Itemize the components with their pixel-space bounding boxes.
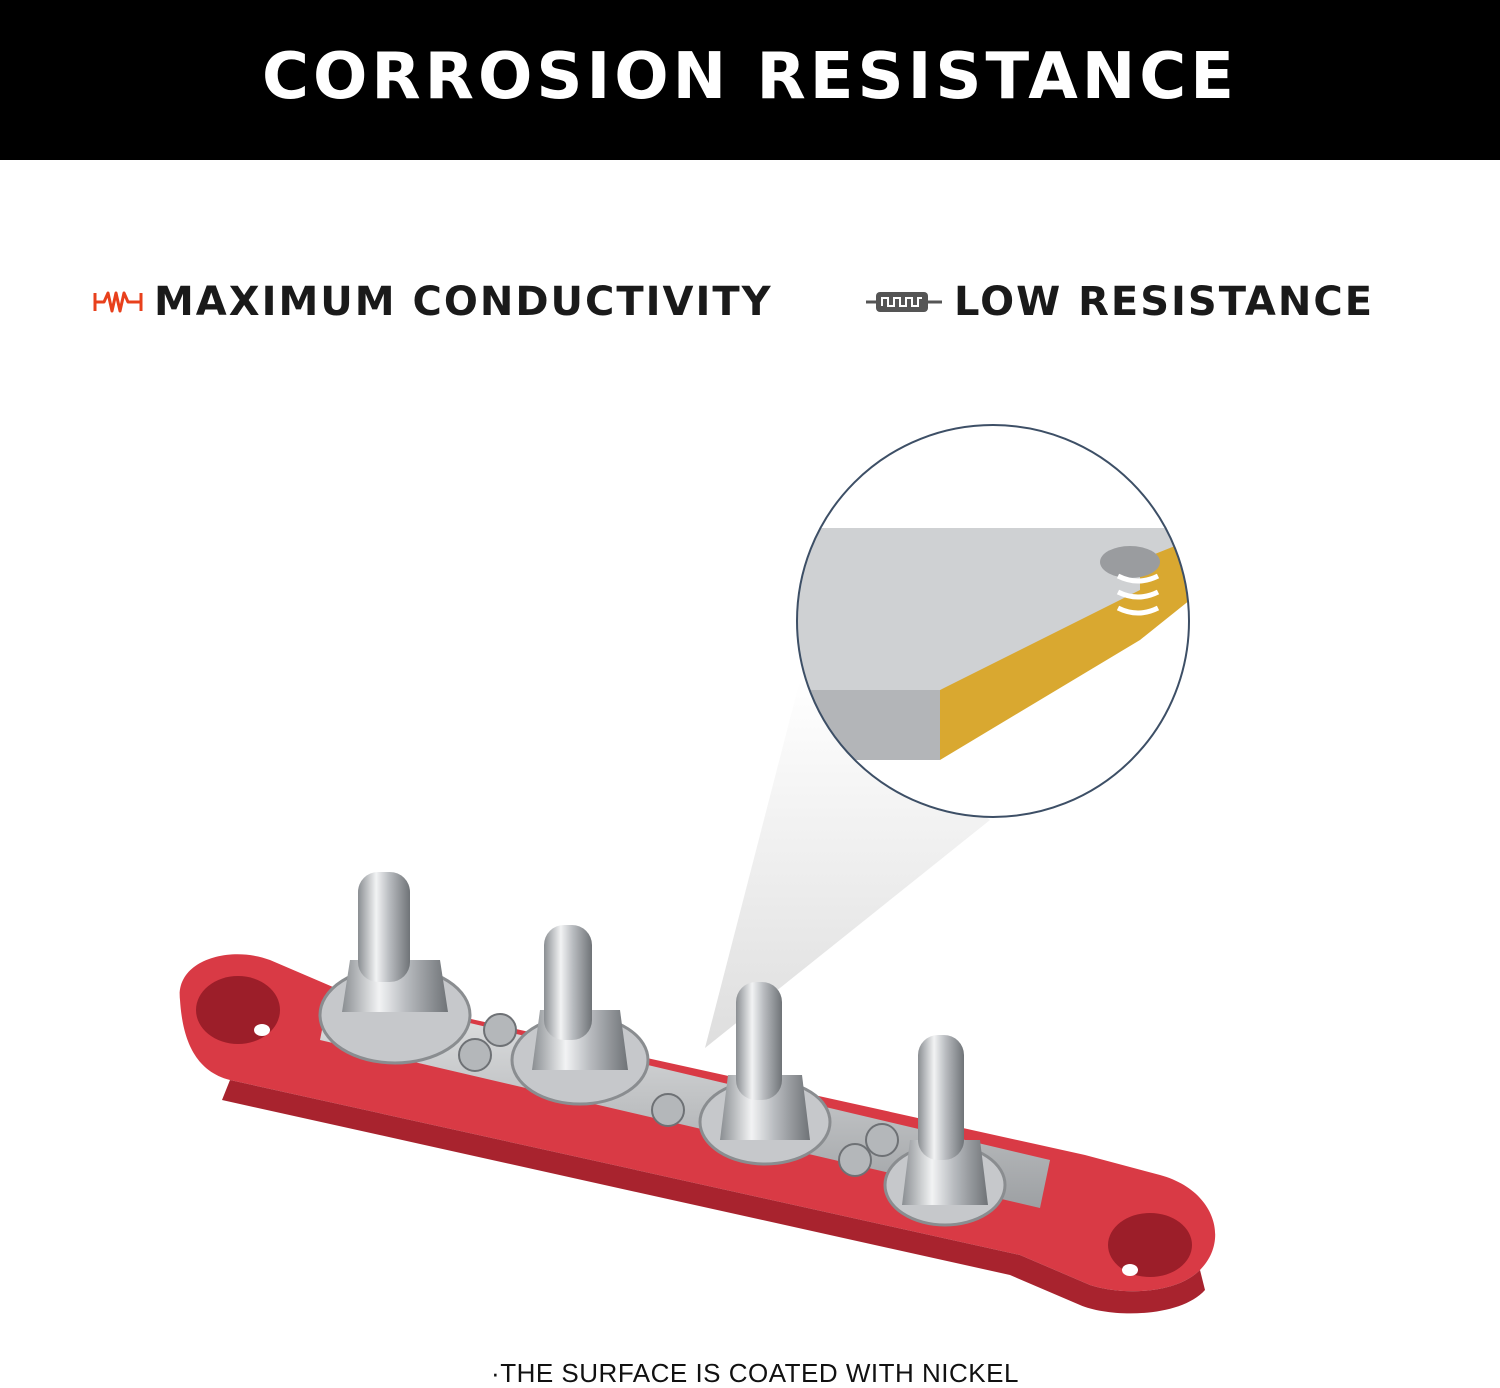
plate-screws xyxy=(458,1013,899,1177)
page-title: CORROSION RESISTANCE xyxy=(262,40,1238,114)
feature-maximum-conductivity: MAXIMUM CONDUCTIVITY xyxy=(92,272,773,332)
resistor-icon xyxy=(866,292,942,312)
feature-low-resistance: LOW RESISTANCE xyxy=(864,272,1374,332)
header-banner: CORROSION RESISTANCE xyxy=(0,0,1500,160)
feature-label: LOW RESISTANCE xyxy=(954,279,1375,325)
bus-bar-product-image xyxy=(179,424,1216,1314)
zoom-detail xyxy=(796,424,1190,818)
feature-label: MAXIMUM CONDUCTIVITY xyxy=(154,279,773,325)
terminal-studs xyxy=(318,872,1007,1227)
conductivity-wave-icon xyxy=(93,291,143,313)
footnote-nickel-coating: ·THE SURFACE IS COATED WITH NICKEL xyxy=(491,1358,1019,1388)
